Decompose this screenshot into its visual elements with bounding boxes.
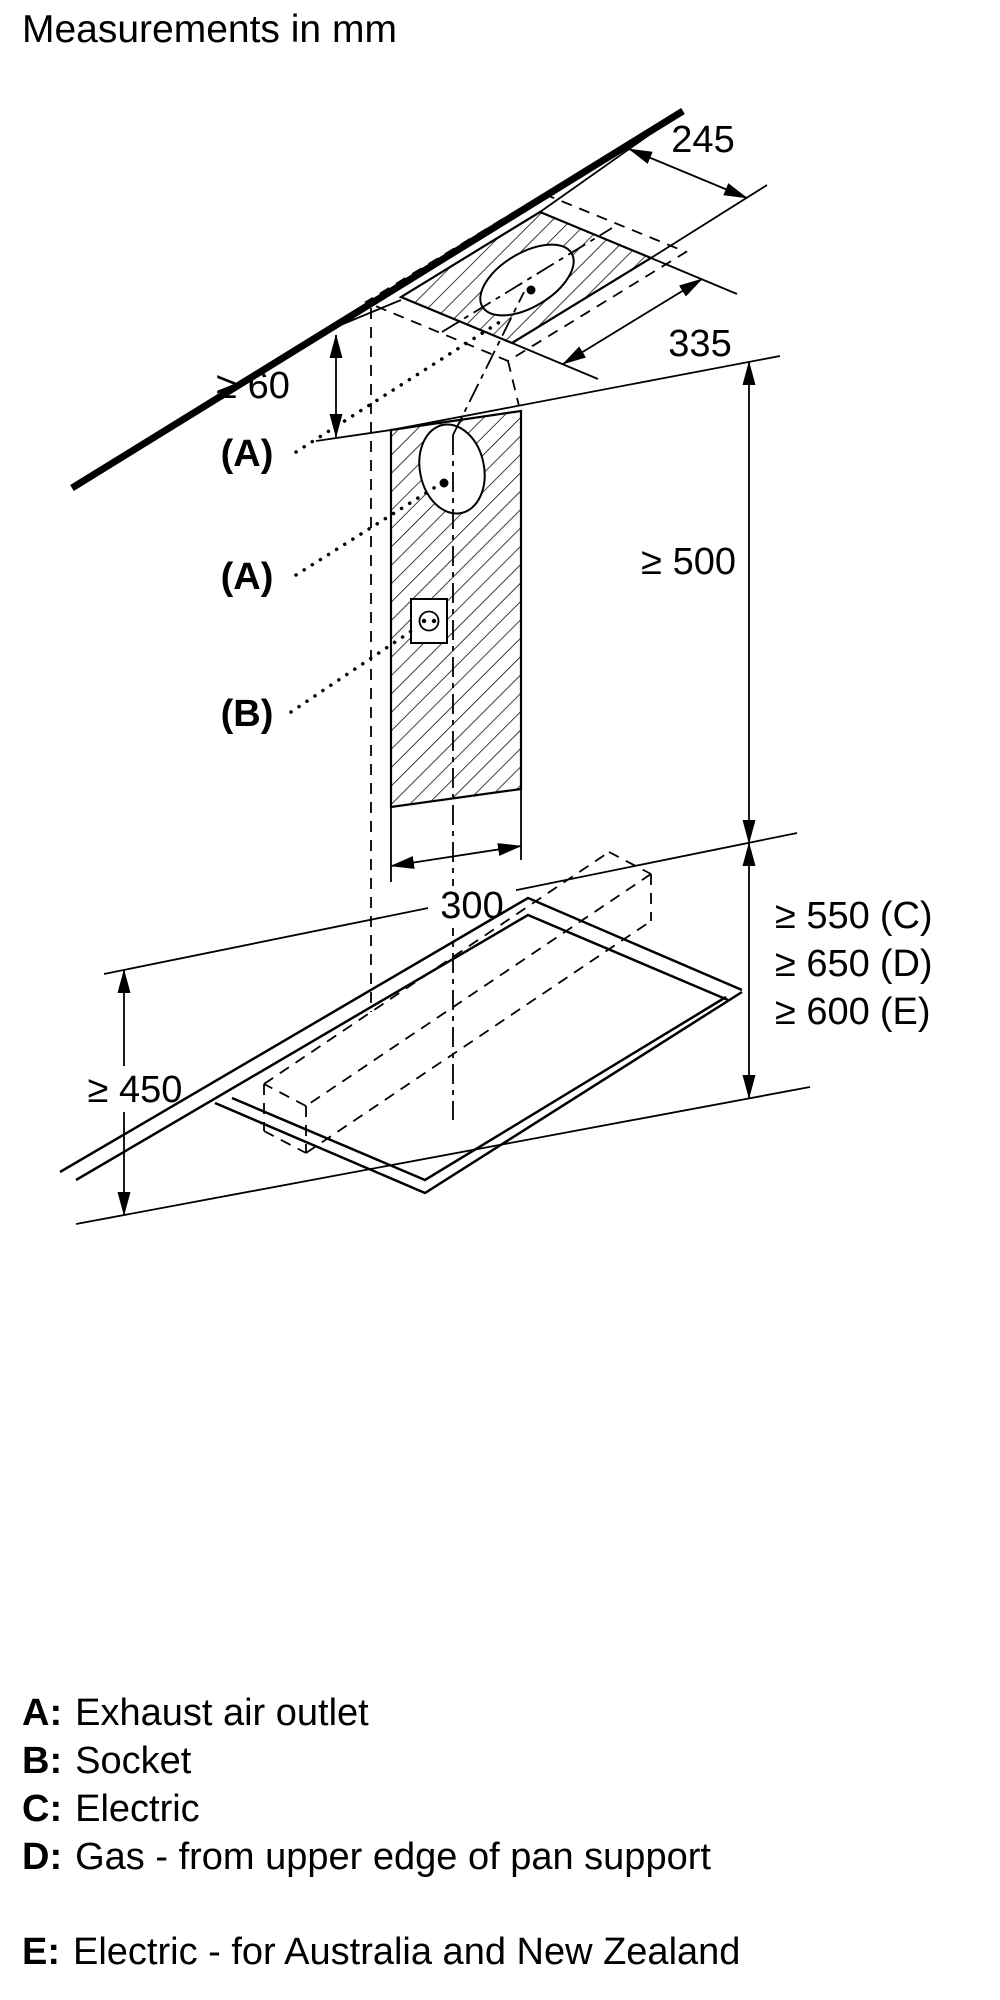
center-lines: [452, 291, 525, 1120]
legend-key-b: B:: [22, 1740, 63, 1782]
label-A-top: (A): [221, 433, 274, 475]
dim-300-label: 300: [440, 885, 503, 927]
dimension-450: ≥ 450: [68, 969, 202, 1216]
dimension-500: ≥ 500: [390, 355, 781, 844]
legend-item-a: A: Exhaust air outlet: [22, 1689, 982, 1737]
dimension-hob-clearance: ≥ 550(C) ≥ 650(D) ≥ 600(E): [742, 842, 933, 1099]
dim-450-label: ≥ 450: [88, 1069, 183, 1111]
top-plate-hatched: [398, 210, 654, 345]
cooktop-outline: [59, 896, 743, 1195]
dimension-335: 335: [511, 257, 738, 380]
legend-item-b: B: Socket: [22, 1737, 982, 1785]
legend-item-d: D: Gas - from upper edge of pan support: [22, 1833, 982, 1881]
legend-key-d: D:: [22, 1836, 63, 1878]
socket-symbol: [410, 598, 448, 644]
legend-item-c: C: Electric: [22, 1785, 982, 1833]
dimension-245: 245: [539, 119, 768, 259]
label-A-wall: (A): [221, 556, 274, 598]
dim-335-label: 335: [668, 323, 731, 365]
dim-500-label: ≥ 500: [641, 541, 736, 583]
legend: A: Exhaust air outlet B: Socket C: Electric…: [22, 1689, 982, 1976]
wall-exhaust-outlet-hole: [418, 423, 486, 515]
legend-item-e: E: Electric - for Australia and New Zeala…: [22, 1928, 982, 1976]
label-B-socket: (B): [221, 693, 274, 735]
legend-key-a: A:: [22, 1692, 63, 1734]
wall-top-edge-line: [70, 108, 685, 491]
dim-60-label: ≥ 60: [216, 365, 290, 407]
center-mark-dot: [439, 478, 449, 488]
legend-key-c: C:: [22, 1788, 63, 1830]
legend-key-e: E:: [22, 1931, 60, 1973]
page-title: Measurements in mm: [22, 8, 397, 51]
leader-lines: [289, 316, 508, 714]
legend-text-c: Electric: [75, 1788, 200, 1830]
center-mark-dot: [526, 285, 536, 295]
dimension-300: 300: [390, 789, 522, 928]
dimension-60: ≥ 60: [216, 299, 402, 442]
dim-245-label: 245: [671, 119, 734, 161]
clearance-electric: ≥ 550(C): [775, 895, 933, 937]
legend-text-d: Gas - from upper edge of pan support: [75, 1836, 711, 1878]
installation-diagram: 245 335 ≥ 60 (A) (A) (B): [59, 108, 933, 1225]
clearance-electric-anz: ≥ 600(E): [775, 991, 930, 1033]
legend-text-a: Exhaust air outlet: [75, 1692, 369, 1734]
legend-text-e: Electric - for Australia and New Zealand: [73, 1931, 741, 1973]
clearance-gas: ≥ 650(D): [775, 943, 933, 985]
legend-text-b: Socket: [75, 1740, 192, 1782]
chimney-panel-hatched: [389, 409, 523, 809]
dashed-hood-outline: [263, 851, 652, 1154]
